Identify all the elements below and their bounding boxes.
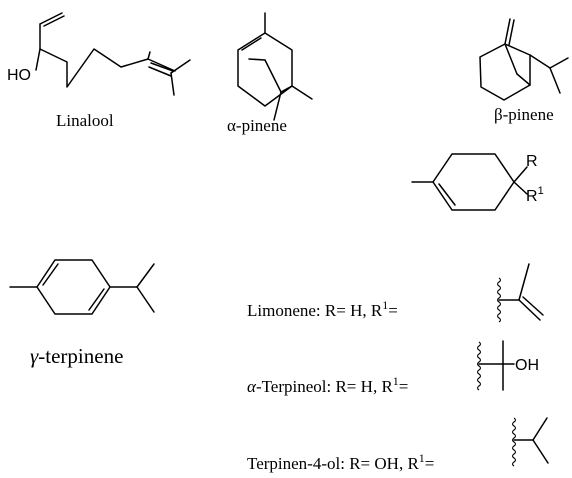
alpha-pinene-structure: α-pinene bbox=[227, 12, 313, 135]
core-r-label: R bbox=[526, 153, 538, 170]
beta-pinene-name: β-pinene bbox=[494, 105, 554, 124]
gamma-terpinene-name: γ-terpinene bbox=[30, 344, 123, 368]
terpineol-attachment-wavy bbox=[476, 341, 482, 391]
terpinen-4-ol-attachment-wavy bbox=[511, 417, 517, 467]
alpha-terpineol-definition: α-Terpineol: R= H, R1= OH bbox=[247, 340, 539, 396]
terpinen-4-ol-label: Terpinen-4-ol: R= OH, R1= bbox=[247, 451, 434, 473]
limonene-label: Limonene: R= H, R1= bbox=[247, 298, 398, 320]
linalool-structure: HO Linalool bbox=[7, 12, 191, 130]
limonene-definition: Limonene: R= H, R1= bbox=[247, 263, 544, 323]
alpha-pinene-name: α-pinene bbox=[227, 116, 287, 135]
beta-pinene-structure: β-pinene bbox=[479, 18, 569, 124]
limonene-attachment-wavy bbox=[496, 277, 502, 323]
linalool-name: Linalool bbox=[56, 111, 114, 130]
alpha-terpineol-label: α-Terpineol: R= H, R1= bbox=[247, 374, 408, 396]
terpineol-oh-label: OH bbox=[515, 357, 539, 374]
core-r1-label: R1 bbox=[526, 185, 544, 205]
linalool-hydroxyl-label: HO bbox=[7, 67, 31, 84]
core-scaffold-structure: R R1 bbox=[411, 153, 544, 211]
gamma-terpinene-structure: γ-terpinene bbox=[9, 259, 155, 368]
terpinen-4-ol-definition: Terpinen-4-ol: R= OH, R1= bbox=[247, 417, 549, 473]
